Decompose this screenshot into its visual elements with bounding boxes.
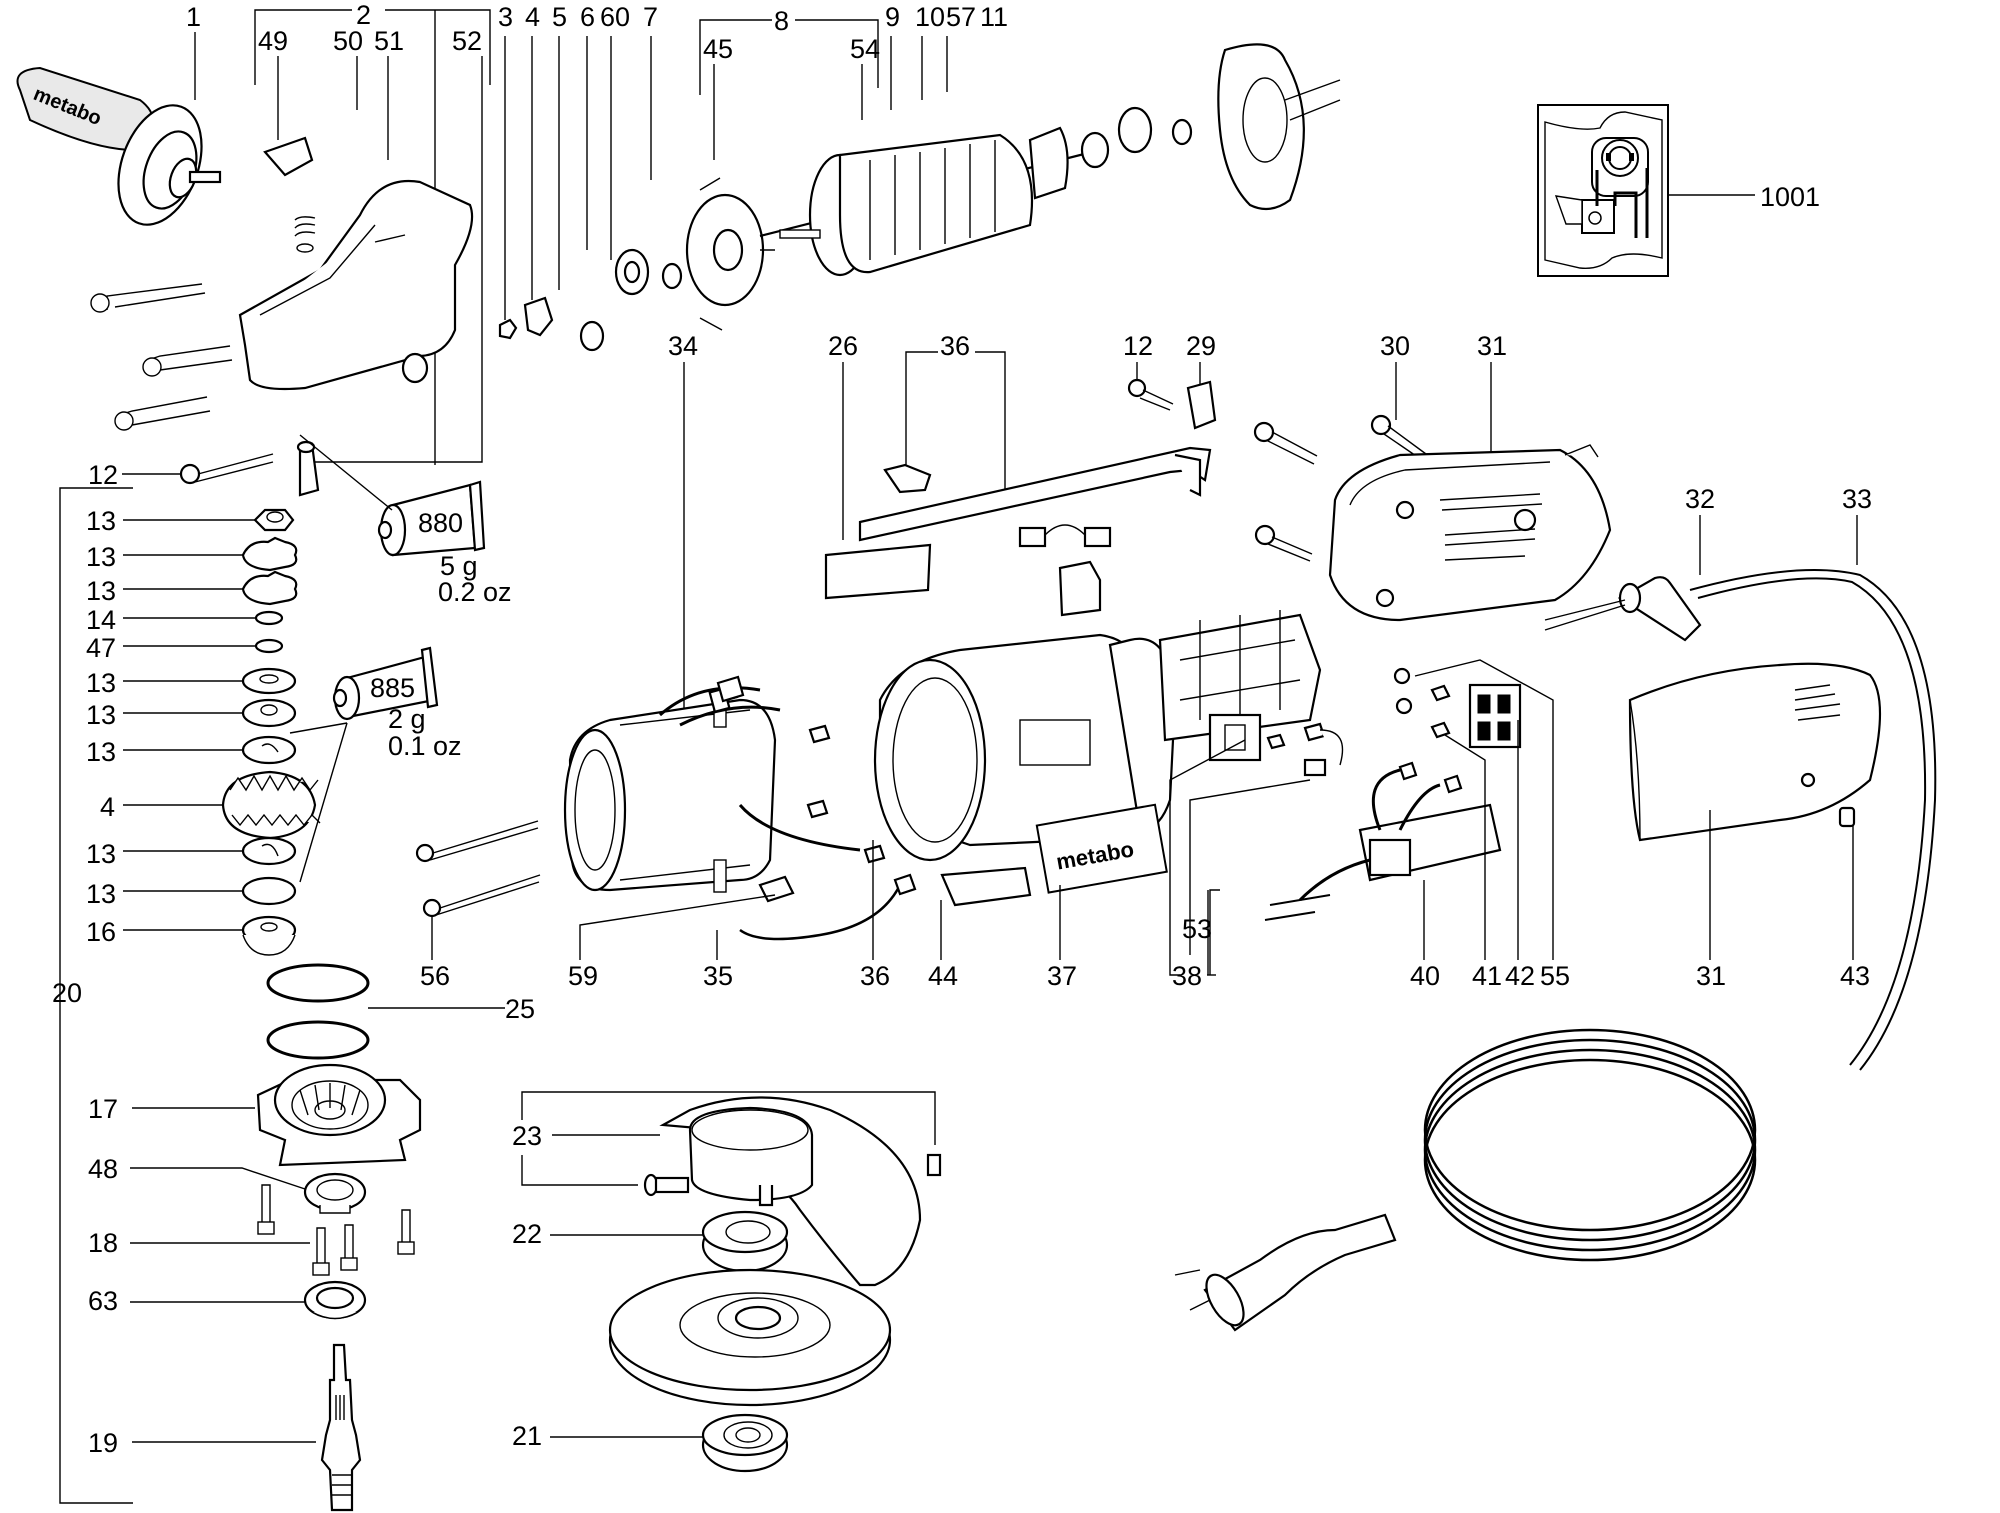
callout-32: 32 <box>1685 484 1715 514</box>
callout-7: 7 <box>643 2 658 32</box>
stack-label: 13 <box>86 879 116 909</box>
callout-31-top: 31 <box>1477 331 1507 361</box>
callout-54: 54 <box>850 34 880 64</box>
callout-3: 3 <box>498 2 513 32</box>
callout-11: 11 <box>980 2 1008 32</box>
callout-40: 40 <box>1410 961 1440 991</box>
part-31-housing-shell-lower <box>1628 662 1882 842</box>
stack-label: 13 <box>86 576 116 606</box>
grease-885-weight: 2 g <box>388 704 426 734</box>
stack-label: 13 <box>86 542 116 572</box>
callout-19: 19 <box>88 1428 118 1458</box>
callout-57: 57 <box>946 2 976 32</box>
callout-12-top: 12 <box>1123 331 1153 361</box>
callout-8: 8 <box>774 6 789 36</box>
stack-label: 13 <box>86 668 116 698</box>
callout-18: 18 <box>88 1228 118 1258</box>
grease-tube-885: 885 2 g 0.1 oz <box>289 646 462 883</box>
part-34-stator <box>415 675 917 941</box>
callout-20: 20 <box>52 978 82 1008</box>
callout-4: 4 <box>525 2 540 32</box>
grease-880-code: 880 <box>418 508 463 538</box>
stack-label: 16 <box>86 917 116 947</box>
grease-885-imperial: 0.1 oz <box>388 731 462 761</box>
callout-5: 5 <box>552 2 567 32</box>
callout-48: 48 <box>88 1154 118 1184</box>
callout-56: 56 <box>420 961 450 991</box>
callout-1: 1 <box>186 2 201 32</box>
callout-21: 21 <box>512 1421 542 1451</box>
stack-label: 4 <box>100 792 115 822</box>
callout-63: 63 <box>88 1286 118 1316</box>
inset-wiring-detail: 1001 <box>1537 104 1820 277</box>
part-40-electronics <box>1264 667 1522 921</box>
bottom-row-callouts: 53 38 56 59 35 36 44 37 40 41 42 55 31 4… <box>420 659 1870 991</box>
callout-38: 38 <box>1172 961 1202 991</box>
callout-51: 51 <box>374 26 404 56</box>
callout-1001: 1001 <box>1760 182 1820 212</box>
callout-36-bottom: 36 <box>860 961 890 991</box>
callout-9: 9 <box>885 2 900 32</box>
callout-17: 17 <box>88 1094 118 1124</box>
callout-41: 41 <box>1472 961 1502 991</box>
grease-880-weight: 5 g <box>440 551 478 581</box>
part-31-housing-shell-upper <box>1328 444 1612 622</box>
stack-label: 13 <box>86 506 116 536</box>
callout-33: 33 <box>1842 484 1872 514</box>
callout-45: 45 <box>703 34 733 64</box>
callout-36-top: 36 <box>940 331 970 361</box>
grease-tube-880: 880 5 g 0.2 oz <box>299 434 512 607</box>
stack-label: 13 <box>86 839 116 869</box>
switch-parts <box>824 378 1427 617</box>
callout-49: 49 <box>258 26 288 56</box>
part-8-armature <box>759 43 1341 277</box>
part-25-o-rings: 25 <box>266 963 535 1060</box>
stack-label: 47 <box>86 633 116 663</box>
top-callouts: 1 2 49 50 51 52 3 4 5 6 60 7 8 45 54 <box>186 0 1008 465</box>
grease-880-imperial: 0.2 oz <box>438 577 512 607</box>
mid-callouts: 34 26 36 12 29 30 31 32 33 <box>668 331 1872 740</box>
washer-stack: 13 13 13 14 47 13 13 13 4 13 13 16 <box>86 506 321 956</box>
callout-6: 6 <box>580 2 595 32</box>
stack-label: 13 <box>86 700 116 730</box>
top-small-parts <box>498 177 775 352</box>
callout-10: 10 <box>915 2 945 32</box>
lower-middle-parts: 23 22 21 <box>512 1091 942 1473</box>
left-column-callouts: 12 20 <box>52 440 320 1504</box>
lower-left-parts: 17 48 18 63 19 <box>88 1063 422 1512</box>
callout-60: 60 <box>600 2 630 32</box>
callout-22: 22 <box>512 1219 542 1249</box>
callout-29: 29 <box>1186 331 1216 361</box>
stack-label: 13 <box>86 737 116 767</box>
callout-25: 25 <box>505 994 535 1024</box>
callout-43: 43 <box>1840 961 1870 991</box>
callout-31-bottom: 31 <box>1696 961 1726 991</box>
callout-44: 44 <box>928 961 958 991</box>
callout-53: 53 <box>1182 914 1212 944</box>
part-32-33-power-cord <box>1174 569 1937 1332</box>
part-2-gear-housing <box>90 136 474 431</box>
callout-50: 50 <box>333 26 363 56</box>
stack-label: 14 <box>86 605 116 635</box>
callout-52: 52 <box>452 26 482 56</box>
callout-42: 42 <box>1505 961 1535 991</box>
grease-885-code: 885 <box>370 673 415 703</box>
callout-2: 2 <box>356 0 371 30</box>
callout-35: 35 <box>703 961 733 991</box>
part-36-motor-housing: metabo <box>873 610 1344 907</box>
callout-37: 37 <box>1047 961 1077 991</box>
part-1-side-handle: metabo <box>16 66 222 226</box>
callout-34: 34 <box>668 331 698 361</box>
callout-26: 26 <box>828 331 858 361</box>
callout-55: 55 <box>1540 961 1570 991</box>
callout-30: 30 <box>1380 331 1410 361</box>
callout-23: 23 <box>512 1121 542 1151</box>
callout-12-left: 12 <box>88 460 118 490</box>
callout-59: 59 <box>568 961 598 991</box>
